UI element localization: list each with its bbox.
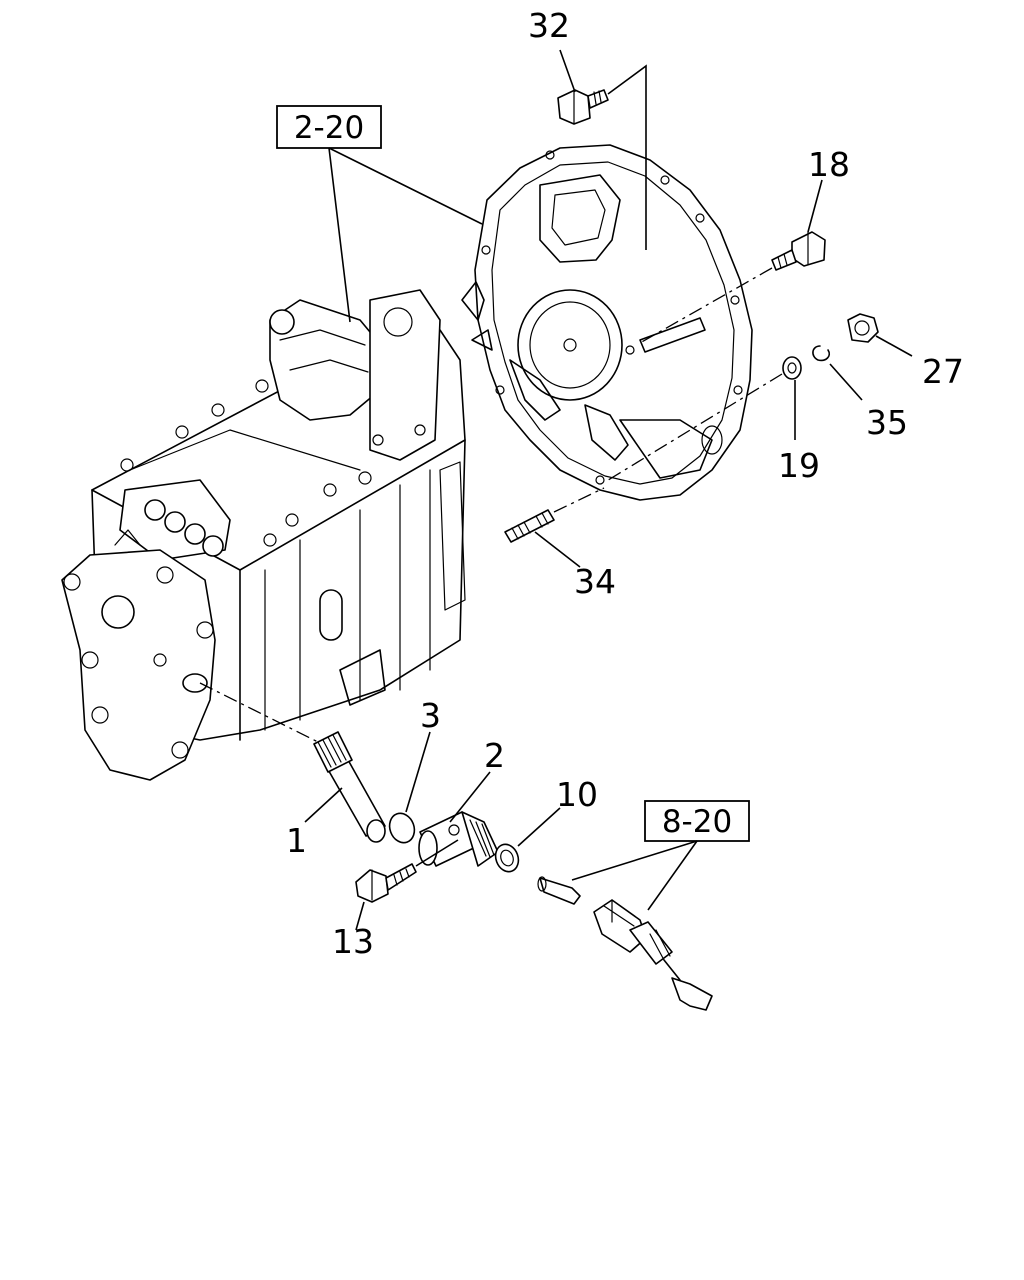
- transmission-case-assembly[interactable]: [61, 289, 466, 781]
- leader-10: [517, 807, 561, 847]
- callout-32: 32: [528, 6, 570, 45]
- pin[interactable]: [537, 876, 581, 905]
- o-ring[interactable]: [386, 810, 419, 846]
- leader-2-20: [328, 147, 483, 323]
- leader-27: [875, 335, 913, 357]
- reference-label-2-20: 2-20: [294, 110, 364, 146]
- leader-18: [807, 179, 823, 233]
- lock-washer-35[interactable]: [812, 345, 831, 362]
- speedometer-driven-gear[interactable]: [313, 731, 386, 843]
- stud-34[interactable]: [504, 509, 555, 543]
- callout-3: 3: [420, 696, 441, 735]
- callout-10: 10: [556, 775, 598, 814]
- reference-box-8-20[interactable]: 8-20: [644, 800, 750, 842]
- leader-13-line: [415, 839, 459, 867]
- speed-sensor[interactable]: [593, 899, 713, 1011]
- leader-32: [559, 49, 576, 93]
- reference-label-8-20: 8-20: [662, 804, 732, 840]
- oil-seal-10[interactable]: [492, 841, 522, 875]
- bolt-13[interactable]: [355, 863, 417, 903]
- callout-35: 35: [866, 403, 908, 442]
- leader-34: [534, 531, 581, 568]
- leader-1: [304, 787, 343, 823]
- callout-2: 2: [484, 736, 505, 775]
- nut-27[interactable]: [847, 313, 879, 343]
- clutch-housing[interactable]: [461, 144, 753, 501]
- callout-13: 13: [332, 922, 374, 961]
- callout-18: 18: [808, 145, 850, 184]
- bolt-32[interactable]: [557, 89, 609, 125]
- sleeve[interactable]: [418, 811, 499, 867]
- leader-8-20: [571, 840, 698, 911]
- leader-2: [449, 771, 491, 823]
- reference-box-2-20[interactable]: 2-20: [276, 105, 382, 149]
- callout-34: 34: [574, 562, 616, 601]
- callout-19: 19: [778, 446, 820, 485]
- centerline-19: [604, 373, 783, 483]
- leader-35: [829, 363, 863, 401]
- bolt-18[interactable]: [771, 231, 826, 271]
- centerline-18: [639, 267, 773, 344]
- centerline-1: [199, 682, 319, 743]
- leader-32-bracket: [607, 64, 647, 250]
- leader-13: [355, 901, 365, 931]
- callout-27: 27: [922, 352, 964, 391]
- washer-19[interactable]: [782, 356, 802, 380]
- centerline-34: [553, 487, 605, 513]
- callout-1: 1: [286, 821, 307, 860]
- leader-3: [405, 731, 431, 813]
